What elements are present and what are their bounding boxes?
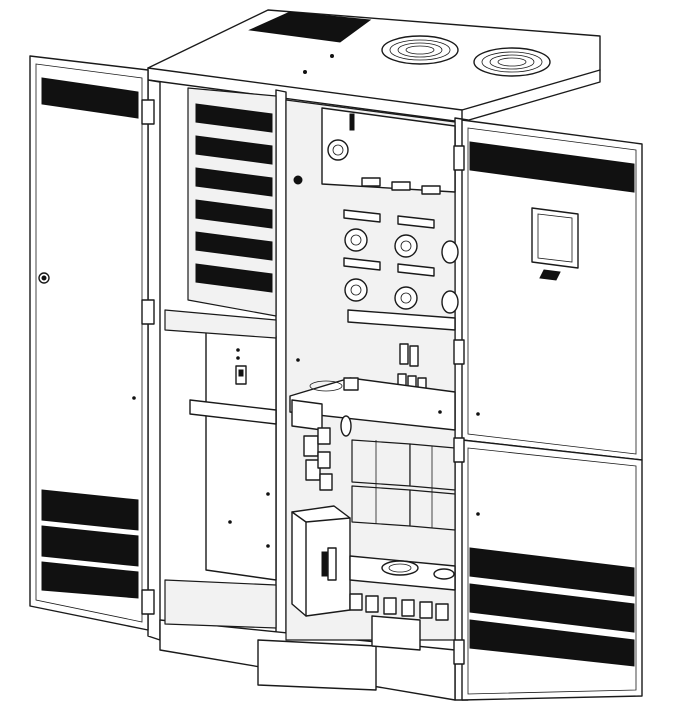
- capacitor-row-upper: [344, 228, 459, 264]
- right-door: [453, 119, 643, 701]
- top-fan-right: [473, 47, 551, 77]
- right-door-inspection-plate: [531, 207, 579, 281]
- cabinet-top: [147, 9, 601, 123]
- top-vent-grille: [248, 11, 372, 43]
- right-door-vent-bottom: [469, 547, 635, 667]
- left-door-latch: [38, 272, 50, 284]
- capacitor-row-lower: [344, 278, 459, 314]
- left-compartment-louvers: [195, 103, 273, 293]
- bottom-capacitor-bank: [349, 593, 449, 651]
- transformer: [351, 439, 456, 531]
- left-door-vent-bottom: [41, 489, 139, 599]
- top-fan-left: [381, 35, 459, 65]
- disconnect-switch: [291, 505, 351, 617]
- left-door: [29, 55, 155, 631]
- left-door-vent-top: [41, 77, 139, 119]
- left-compartment: [164, 87, 277, 581]
- right-door-vent-top: [469, 141, 635, 193]
- right-compartment: [285, 99, 459, 651]
